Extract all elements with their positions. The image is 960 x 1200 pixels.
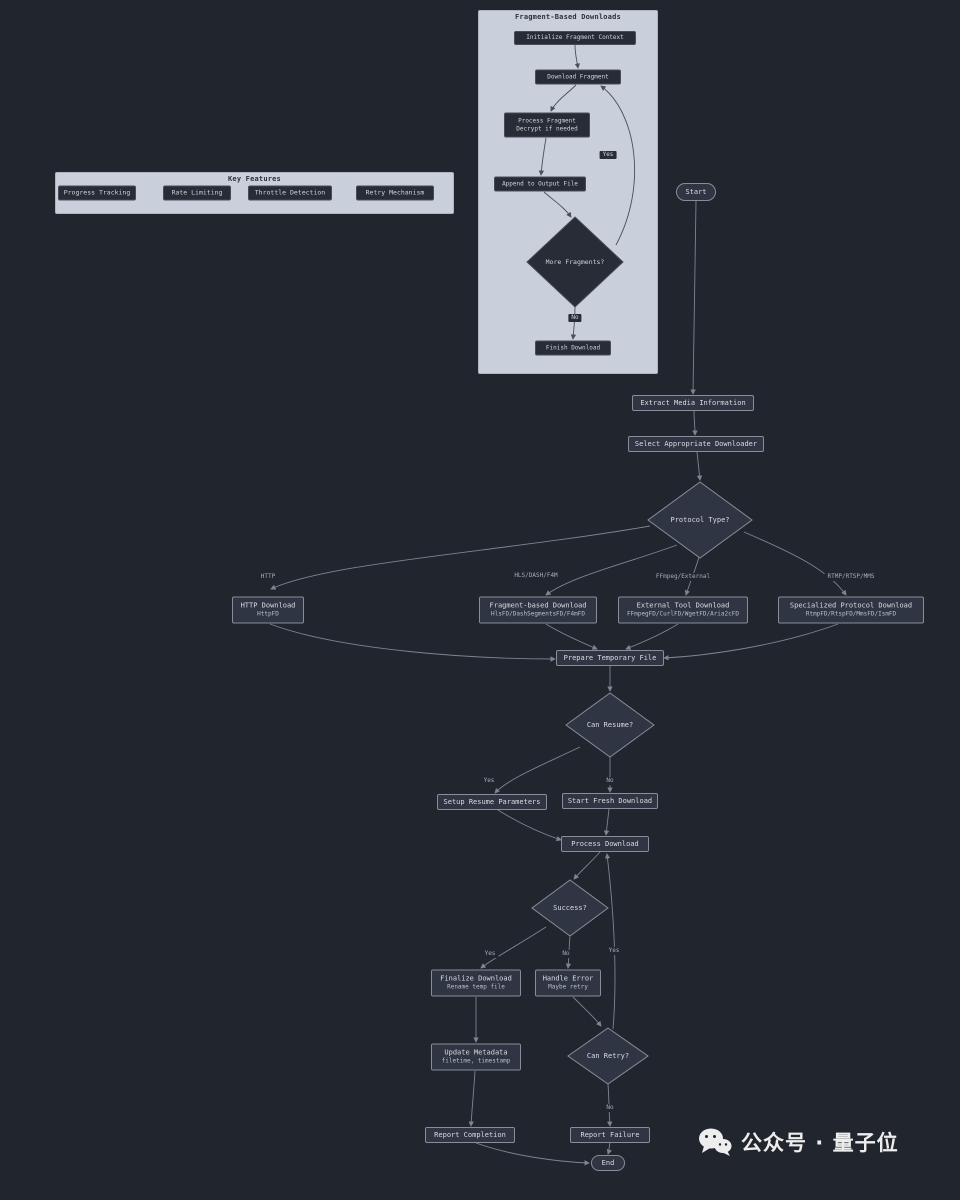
more-fragments-diamond (526, 216, 624, 308)
specialized-protocol-sub: RtmpFD/RtspFD/MmsFD/IsmFD (805, 610, 897, 618)
process-fragment-node: Process Fragment Decrypt if needed (504, 112, 590, 138)
report-completion-node: Report Completion (425, 1127, 515, 1143)
finalize-sub: Rename temp file (447, 983, 505, 991)
retry-yes-label: Yes (605, 947, 623, 955)
download-fragment-node: Download Fragment (535, 69, 621, 85)
branch-hls-label: HLS/DASH/F4M (511, 572, 561, 580)
branch-http-label: HTTP (257, 573, 279, 581)
can-retry-label: Can Retry? (586, 1052, 630, 1060)
specialized-protocol-download-node: Specialized Protocol Download RtmpFD/Rts… (778, 596, 924, 624)
main-flow-edges (269, 200, 847, 1166)
external-tool-label: External Tool Download (636, 601, 730, 610)
select-downloader-node: Select Appropriate Downloader (628, 436, 764, 452)
finalize-label: Finalize Download (440, 974, 512, 983)
success-diamond (531, 879, 609, 937)
http-download-node: HTTP Download HttpFD (232, 596, 304, 624)
fragment-subgraph-edges (538, 44, 636, 340)
watermark-text: 公众号 · 量子位 (741, 1131, 899, 1155)
process-download-node: Process Download (561, 836, 649, 852)
specialized-protocol-label: Specialized Protocol Download (789, 601, 913, 610)
feature-rate-limiting: Rate Limiting (163, 185, 231, 201)
resume-no-label: No (603, 777, 617, 785)
setup-resume-node: Setup Resume Parameters (437, 794, 547, 810)
external-tool-download-node: External Tool Download FFmpegFD/CurlFD/W… (618, 596, 748, 624)
handle-error-node: Handle Error Maybe retry (535, 969, 601, 997)
handle-error-label: Handle Error (542, 974, 594, 983)
update-metadata-sub: filetime, timestamp (441, 1057, 511, 1065)
prepare-temp-file-node: Prepare Temporary File (556, 650, 664, 666)
fragment-subgraph-title: Fragment-Based Downloads (515, 13, 621, 21)
wechat-icon (699, 1128, 732, 1156)
can-retry-diamond (567, 1027, 649, 1085)
start-fresh-node: Start Fresh Download (562, 793, 658, 809)
fragment-download-sub: HlsFD/DashSegmentsFD/F4mFD (491, 610, 585, 618)
external-tool-sub: FFmpegFD/CurlFD/WgetFD/Aria2cFD (627, 610, 739, 618)
success-yes-label: Yes (481, 950, 499, 958)
start-node: Start (676, 183, 716, 201)
feature-progress-tracking: Progress Tracking (58, 185, 136, 201)
can-resume-diamond (565, 692, 655, 758)
update-metadata-node: Update Metadata filetime, timestamp (431, 1043, 521, 1071)
process-fragment-label: Process Fragment (518, 117, 576, 125)
init-fragment-context-node: Initialize Fragment Context (514, 31, 636, 45)
resume-yes-label: Yes (480, 777, 498, 785)
branch-ffmpeg-label: FFmpeg/External (652, 573, 714, 581)
update-metadata-label: Update Metadata (444, 1048, 508, 1057)
success-no-label: No (559, 950, 573, 958)
retry-no-label: No (603, 1104, 617, 1112)
protocol-type-diamond (647, 481, 753, 559)
finalize-download-node: Finalize Download Rename temp file (431, 969, 521, 997)
watermark: 公众号 · 量子位 (698, 1127, 899, 1157)
finish-download-node: Finish Download (535, 340, 611, 356)
process-fragment-sub: Decrypt if needed (516, 125, 578, 132)
feature-throttle-detection: Throttle Detection (248, 185, 332, 201)
success-label: Success? (553, 904, 587, 912)
handle-error-sub: Maybe retry (548, 983, 588, 991)
http-download-label: HTTP Download (240, 601, 296, 610)
report-failure-node: Report Failure (570, 1127, 650, 1143)
extract-media-info-node: Extract Media Information (632, 395, 754, 411)
http-download-sub: HttpFD (257, 610, 279, 618)
branch-rtmp-label: RTMP/RTSP/MMS (824, 573, 878, 581)
append-output-node: Append to Output File (494, 176, 586, 192)
end-node: End (591, 1155, 625, 1171)
feature-retry-mechanism: Retry Mechanism (356, 185, 434, 201)
can-resume-label: Can Resume? (586, 721, 634, 729)
fragment-no-label: No (568, 314, 582, 322)
fragment-download-label: Fragment-based Download (489, 601, 587, 610)
fragment-yes-label: Yes (599, 151, 617, 159)
key-features-title: Key Features (228, 175, 281, 183)
fragment-download-node: Fragment-based Download HlsFD/DashSegmen… (479, 596, 597, 624)
protocol-type-label: Protocol Type? (670, 516, 730, 524)
more-fragments-label: More Fragments? (545, 258, 605, 266)
decision-diamonds (526, 216, 753, 1085)
